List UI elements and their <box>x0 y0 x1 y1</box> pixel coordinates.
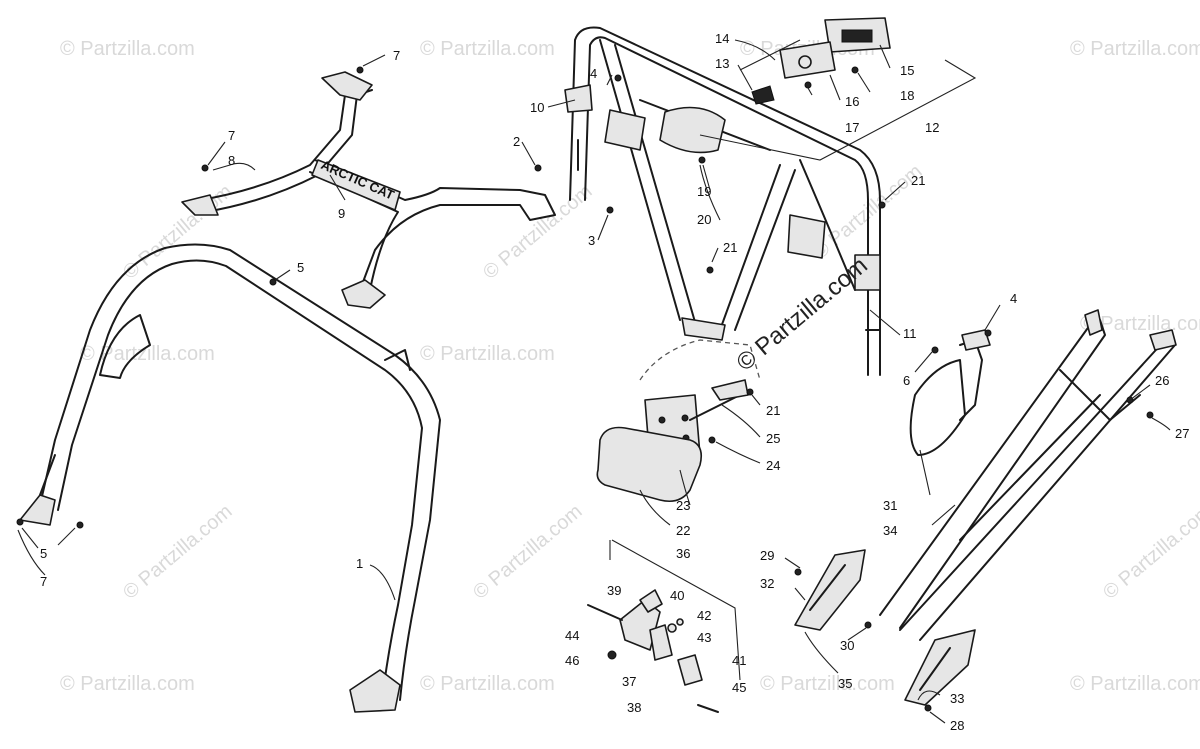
callout-45: 45 <box>732 680 746 695</box>
callout-21: 21 <box>911 173 925 188</box>
callout-12: 12 <box>925 120 939 135</box>
callout-37: 37 <box>622 674 636 689</box>
hardware <box>16 66 1154 712</box>
watermark-text: © Partzilla.com <box>60 673 195 695</box>
callout-21: 21 <box>723 240 737 255</box>
callout-7: 7 <box>228 128 235 143</box>
watermark-text: © Partzilla.com <box>1070 673 1200 695</box>
callout-33: 33 <box>950 691 964 706</box>
callout-13: 13 <box>715 56 729 71</box>
callout-15: 15 <box>900 63 914 78</box>
watermark-text: © Partzilla.com <box>119 500 236 603</box>
callout-1: 1 <box>356 556 363 571</box>
callout-7: 7 <box>40 574 47 589</box>
callout-labels: 7 7 8 9 5 5 7 1 10 2 3 4 14 13 15 16 18 … <box>40 31 1189 733</box>
callout-4: 4 <box>1010 291 1017 306</box>
callout-6: 6 <box>903 373 910 388</box>
callout-5: 5 <box>297 260 304 275</box>
callout-4: 4 <box>590 66 597 81</box>
callout-18: 18 <box>900 88 914 103</box>
callout-43: 43 <box>697 630 711 645</box>
rear-frame <box>879 309 1177 641</box>
skid-plates <box>794 549 976 706</box>
watermark-text: © Partzilla.com <box>420 673 555 695</box>
watermark-text: © Partzilla.com <box>420 38 555 60</box>
callout-41: 41 <box>732 653 746 668</box>
callout-28: 28 <box>950 718 964 733</box>
front-roll-bar <box>19 243 441 713</box>
callout-19: 19 <box>697 184 711 199</box>
callout-7: 7 <box>393 48 400 63</box>
callout-14: 14 <box>715 31 729 46</box>
callout-35: 35 <box>838 676 852 691</box>
callout-25: 25 <box>766 431 780 446</box>
callout-36: 36 <box>676 546 690 561</box>
latch-assembly <box>587 539 741 713</box>
callout-39: 39 <box>607 583 621 598</box>
callout-20: 20 <box>697 212 711 227</box>
leader-lines <box>17 39 1171 724</box>
callout-16: 16 <box>845 94 859 109</box>
callout-24: 24 <box>766 458 780 473</box>
callout-2: 2 <box>513 134 520 149</box>
callout-17: 17 <box>845 120 859 135</box>
callout-21: 21 <box>766 403 780 418</box>
callout-8: 8 <box>228 153 235 168</box>
callout-32: 32 <box>760 576 774 591</box>
callout-29: 29 <box>760 548 774 563</box>
callout-5: 5 <box>40 546 47 561</box>
callout-3: 3 <box>588 233 595 248</box>
callout-46: 46 <box>565 653 579 668</box>
callout-11: 11 <box>903 326 917 341</box>
callout-44: 44 <box>565 628 579 643</box>
watermark-text: © Partzilla.com <box>420 343 555 365</box>
callout-31: 31 <box>883 498 897 513</box>
watermark-text: © Partzilla.com <box>80 343 215 365</box>
callout-27: 27 <box>1175 426 1189 441</box>
phantom-mount <box>639 339 761 381</box>
work-light <box>596 379 749 503</box>
watermark-text: © Partzilla.com <box>760 673 895 695</box>
watermark-text: © Partzilla.com <box>469 500 586 603</box>
callout-34: 34 <box>883 523 897 538</box>
callout-9: 9 <box>338 206 345 221</box>
rear-step <box>909 329 991 456</box>
callout-42: 42 <box>697 608 711 623</box>
callout-22: 22 <box>676 523 690 538</box>
watermark-center: © Partzilla.com <box>732 252 873 377</box>
watermark-text: © Partzilla.com <box>1070 38 1200 60</box>
rear-roll-cage <box>564 26 881 376</box>
watermark-text: © Partzilla.com <box>479 180 596 283</box>
callout-26: 26 <box>1155 373 1169 388</box>
light-assembly <box>751 17 891 105</box>
callout-38: 38 <box>627 700 641 715</box>
callout-23: 23 <box>676 498 690 513</box>
callout-10: 10 <box>530 100 544 115</box>
callout-40: 40 <box>670 588 684 603</box>
callout-30: 30 <box>840 638 854 653</box>
watermark-text: © Partzilla.com <box>1099 500 1200 603</box>
watermark-text: © Partzilla.com <box>60 38 195 60</box>
watermark-text: © Partzilla.com <box>1080 313 1200 335</box>
